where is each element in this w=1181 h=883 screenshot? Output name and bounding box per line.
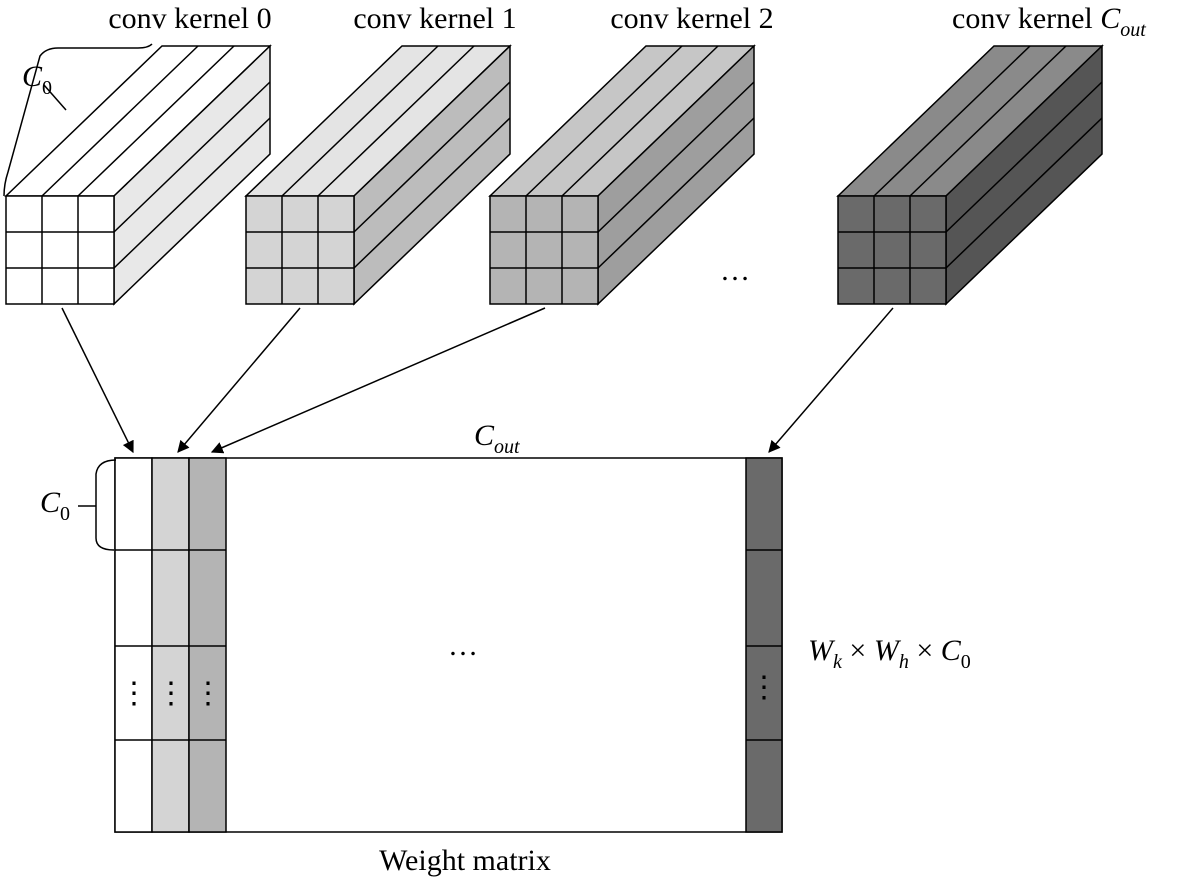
matrix-center-ellipsis: … (448, 629, 478, 662)
conv-kernel-cout (836, 44, 1104, 306)
kernel-depth-line (317, 45, 475, 197)
side-label-times-2: × (909, 634, 941, 667)
arrow-kernel-0 (61, 307, 134, 454)
kernel-2-label: conv kernel 2 (610, 2, 773, 35)
kernel-cout-label-var: C (1100, 2, 1121, 35)
kernel-depth-line (77, 45, 235, 197)
kernel-channel-leader (43, 84, 67, 111)
matrix-col-0-vellipsis: ⋮ (119, 677, 149, 710)
side-label-c-sub: 0 (961, 651, 971, 673)
kernel-cout-label: conv kernel Cout (952, 2, 1146, 41)
arrow-kernel-2 (210, 307, 546, 454)
kernel-depth-line (113, 81, 271, 233)
matrix-column-1 (151, 457, 190, 833)
kernel-front-face (489, 195, 599, 305)
matrix-last-col-vellipsis: ⋮ (749, 671, 779, 704)
matrix-row-label-var: C (40, 486, 61, 519)
kernel-depth-line (113, 117, 271, 269)
kernel-channel-label-var: C (22, 60, 43, 93)
matrix-side-label: Wk × Wh × C0 (808, 634, 971, 673)
matrix-column-last (745, 457, 783, 833)
kernel-0-label: conv kernel 0 (108, 2, 271, 35)
matrix-row-label-sub: 0 (60, 503, 70, 525)
matrix-row-label: C0 (40, 486, 70, 525)
matrix-col-2-vellipsis: ⋮ (193, 677, 223, 710)
conv-kernel-0 (4, 44, 272, 306)
kernel-channel-brace (3, 43, 153, 197)
matrix-caption: Weight matrix (379, 844, 551, 877)
kernel-depth-line (945, 117, 1103, 269)
kernel-depth-line (945, 81, 1103, 233)
kernel-front-face (245, 195, 355, 305)
arrow-kernel-1 (177, 307, 301, 453)
kernel-depth-line (353, 81, 511, 233)
kernel-1-label: conv kernel 1 (353, 2, 516, 35)
conv-kernel-2 (488, 44, 756, 306)
kernel-cout-label-sub: out (1120, 19, 1146, 41)
matrix-top-label: Cout (474, 419, 520, 458)
kernel-depth-line (525, 45, 683, 197)
matrix-top-label-sub: out (494, 436, 520, 458)
kernel-depth-line (281, 45, 439, 197)
kernel-depth-line (353, 117, 511, 269)
kernel-depth-line (873, 45, 1031, 197)
matrix-top-label-var: C (474, 419, 495, 452)
side-label-times-1: × (842, 634, 874, 667)
side-label-w1-sub: k (833, 651, 843, 673)
kernel-depth-line (597, 117, 755, 269)
matrix-col-1-vellipsis: ⋮ (156, 677, 186, 710)
matrix-column-0 (114, 457, 153, 833)
weight-matrix (114, 457, 783, 833)
side-label-w1: W (808, 634, 836, 667)
kernel-depth-line (41, 45, 199, 197)
side-label-c: C (941, 634, 962, 667)
kernel-ellipsis: … (720, 254, 750, 287)
conv-kernel-1 (244, 44, 512, 306)
matrix-column-2 (188, 457, 227, 833)
arrow-kernel-cout (768, 307, 894, 453)
side-label-w2-sub: h (899, 651, 909, 673)
kernel-channel-label-sub: 0 (42, 77, 52, 99)
kernel-depth-line (909, 45, 1067, 197)
side-label-w2: W (874, 634, 902, 667)
kernel-depth-line (597, 81, 755, 233)
matrix-row-brace (95, 459, 117, 551)
kernel-depth-line (561, 45, 719, 197)
kernel-cout-label-text: conv kernel (952, 2, 1100, 35)
kernel-channel-label: C0 (22, 60, 52, 99)
kernel-front-face (5, 195, 115, 305)
kernel-front-face (837, 195, 947, 305)
